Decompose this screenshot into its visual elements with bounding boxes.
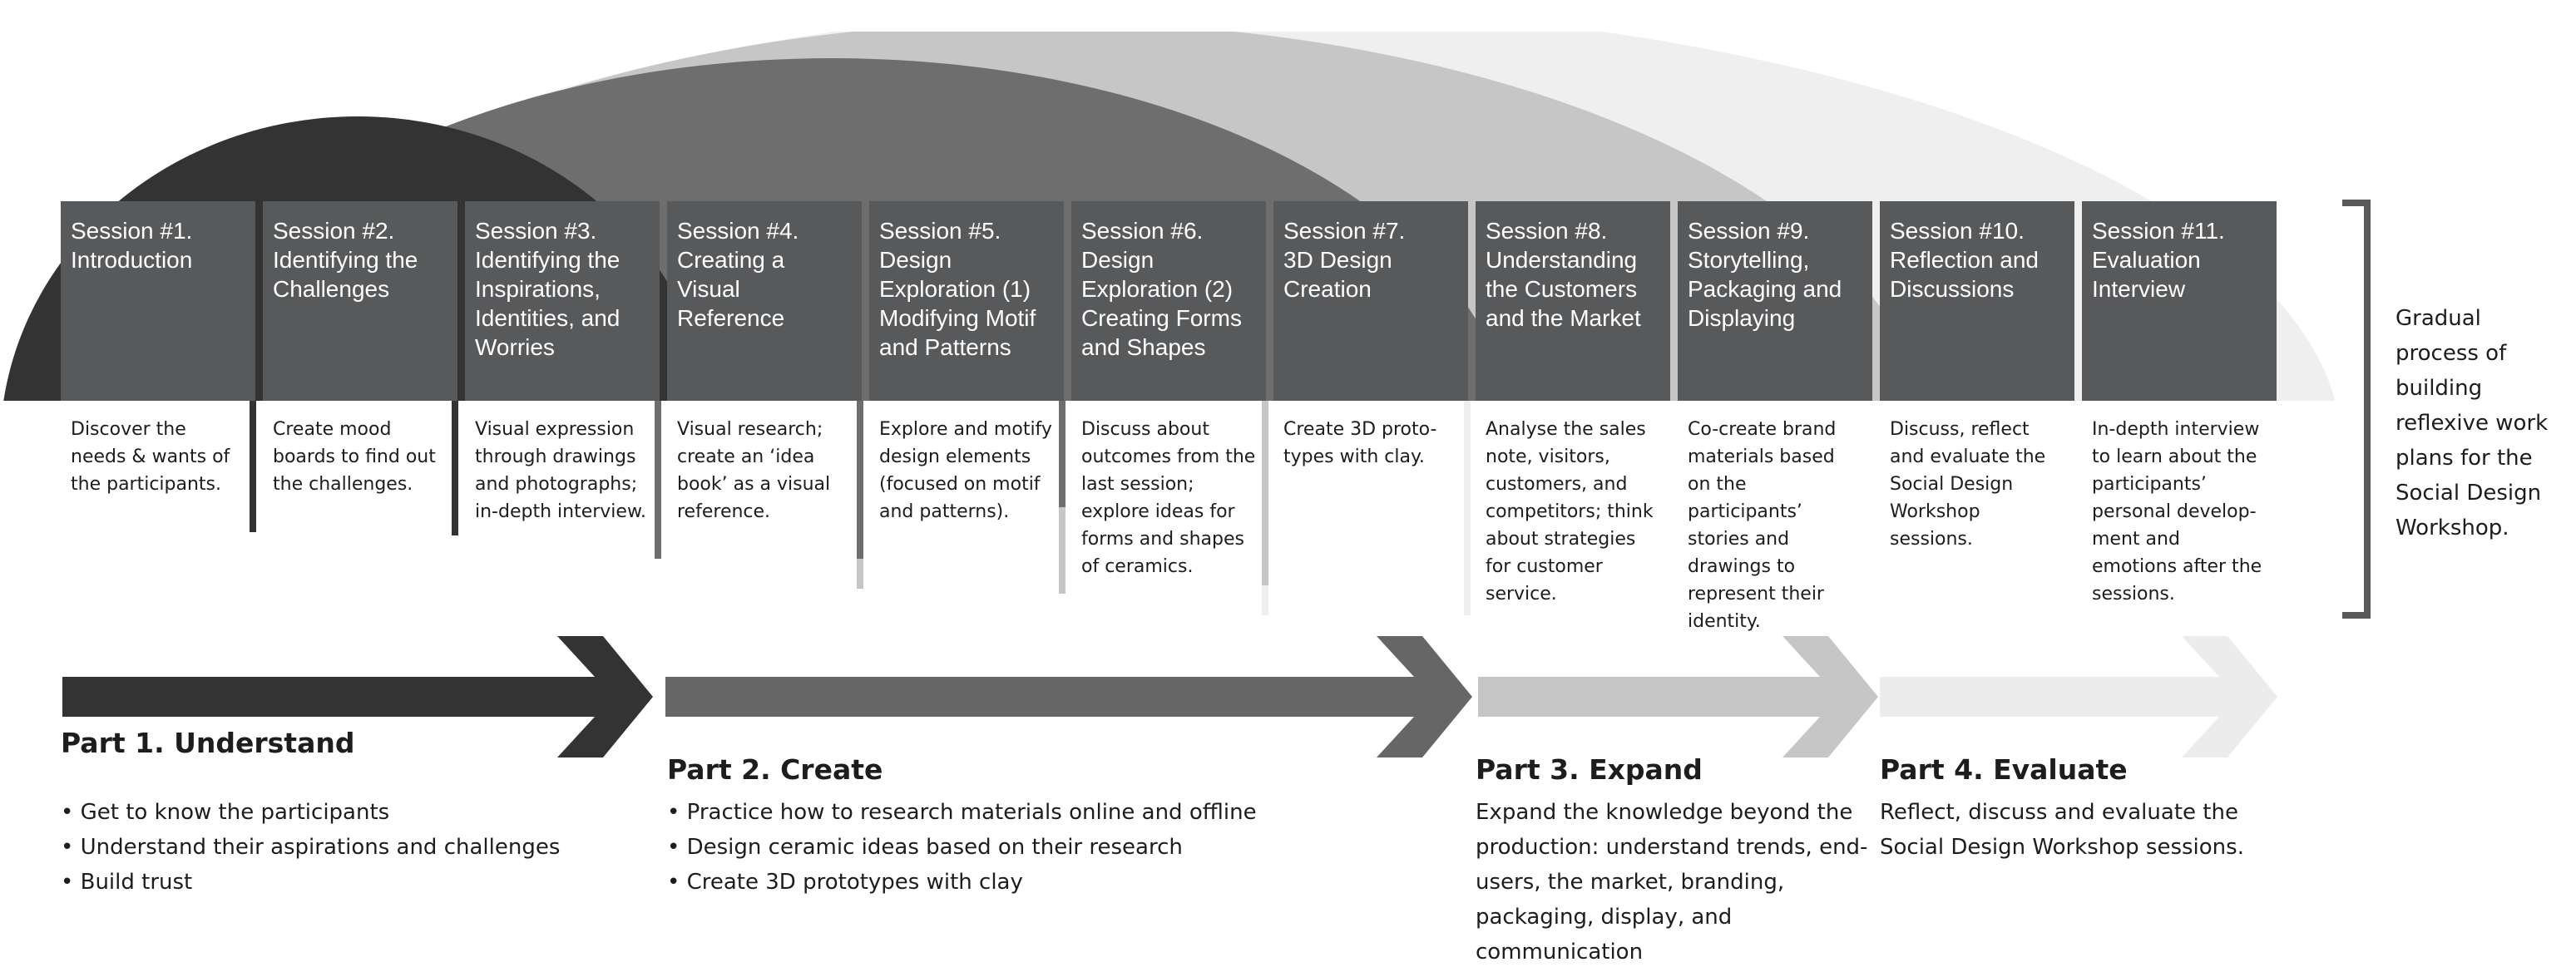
part-title: Part 1. Understand — [61, 727, 355, 759]
part-3: Part 3. Expand Expand the knowledge beyo… — [1476, 753, 1875, 970]
session-2: Session #2. Identifying the Challenges Cr… — [263, 201, 457, 498]
part-bullet: Get to know the participants — [61, 795, 643, 830]
part-bullet: Design ceramic ideas based on their rese… — [667, 830, 1416, 865]
session-description: Discuss, reflect and evaluate the Social… — [1890, 419, 2046, 550]
session-header: Session #8. Understanding the Customers a… — [1476, 201, 1670, 401]
session-number: Session #10. — [1890, 218, 2025, 244]
session-header: Session #7. 3D Design Creation — [1273, 201, 1468, 401]
part-bullet: Create 3D prototypes with clay — [667, 865, 1416, 900]
part-title: Part 3. Expand — [1476, 753, 1703, 786]
session-title: Introduction — [71, 247, 193, 273]
session-description: Visual expression through drawings and p… — [475, 419, 646, 522]
session-header: Session #1. Introduction — [61, 201, 255, 401]
part-2: Part 2. Create Practice how to research … — [667, 753, 1416, 900]
session-number: Session #7. — [1283, 218, 1406, 244]
session-8: Session #8. Understanding the Customers a… — [1476, 201, 1670, 608]
session-description: Co-create brand materials based on the p… — [1688, 419, 1837, 632]
session-description: Visual research; create an ‘idea book’ a… — [677, 419, 831, 522]
separator-bar — [1059, 507, 1066, 594]
session-9: Session #9. Storytelling, Packaging and D… — [1678, 201, 1872, 635]
session-title: Understanding the Customers and the Mark… — [1486, 247, 1641, 331]
part2-arrow — [665, 636, 1472, 757]
part-description: Reflect, discuss and evaluate the Social… — [1880, 800, 2244, 860]
upper-mask — [0, 0, 2576, 32]
session-number: Session #1. — [71, 218, 193, 244]
session-number: Session #6. — [1081, 218, 1204, 244]
session-header: Session #5. Design Exploration (1) Modify… — [869, 201, 1064, 401]
session-title: Creating a Visual Reference — [677, 247, 785, 331]
part-1: Part 1. Understand Get to know the parti… — [61, 727, 643, 900]
session-title: Design Exploration (1) Modifying Motif a… — [879, 247, 1036, 360]
session-description: Discover the needs & wants of the partic… — [71, 419, 230, 495]
session-title: 3D Design Creation — [1283, 247, 1392, 302]
part4-arrow — [1880, 636, 2277, 757]
session-header: Session #9. Storytelling, Packaging and D… — [1678, 201, 1872, 401]
separator-bar — [857, 559, 863, 589]
session-header: Session #2. Identifying the Challenges — [263, 201, 457, 401]
part-bullets: Get to know the participants Understand … — [61, 795, 643, 900]
separator-bar — [1262, 401, 1268, 585]
separator-bar — [250, 401, 256, 532]
session-number: Session #9. — [1688, 218, 1810, 244]
session-number: Session #4. — [677, 218, 799, 244]
part-bullet: Understand their aspirations and challen… — [61, 830, 643, 865]
session-description: Create mood boards to find out the chall… — [273, 419, 436, 495]
session-header: Session #3. Identifying the Inspirations,… — [465, 201, 660, 401]
session-description: Explore and motify design elements (focu… — [879, 419, 1052, 522]
session-description: Create 3D proto-types with clay. — [1283, 419, 1437, 467]
session-7: Session #7. 3D Design Creation Create 3D … — [1273, 201, 1468, 471]
session-description: In-depth interview to learn about the pa… — [2092, 419, 2262, 604]
session-10: Session #10. Reflection and Discussions D… — [1880, 201, 2074, 553]
session-description: Analyse the sales note, visitors, custom… — [1486, 419, 1654, 604]
part-4: Part 4. Evaluate Reflect, discuss and ev… — [1880, 753, 2279, 865]
session-number: Session #8. — [1486, 218, 1608, 244]
session-title: Reflection and Discussions — [1890, 247, 2040, 302]
part3-arrow — [1478, 636, 1878, 757]
separator-bar — [1059, 401, 1066, 507]
session-number: Session #3. — [475, 218, 597, 244]
part1-arrow — [62, 636, 653, 757]
session-1: Session #1. Introduction Discover the nee… — [61, 201, 255, 498]
session-header: Session #6. Design Exploration (2) Creati… — [1071, 201, 1266, 401]
part-bullet: Build trust — [61, 865, 643, 900]
part-description: Expand the knowledge beyond the producti… — [1476, 800, 1868, 965]
part-title: Part 4. Evaluate — [1880, 753, 2128, 786]
session-number: Session #5. — [879, 218, 1001, 244]
session-header: Session #4. Creating a Visual Reference — [667, 201, 862, 401]
session-number: Session #2. — [273, 218, 395, 244]
part-bullets: Practice how to research materials onlin… — [667, 795, 1416, 900]
part-title: Part 2. Create — [667, 753, 883, 786]
separator-bar — [1464, 401, 1471, 615]
session-6: Session #6. Design Exploration (2) Creati… — [1071, 201, 1266, 580]
session-title: Design Exploration (2) Creating Forms an… — [1081, 247, 1242, 360]
session-11: Session #11. Evaluation Interview In-dept… — [2082, 201, 2277, 608]
separator-bar — [857, 401, 863, 559]
side-note: Gradual process of building reflexive wo… — [2396, 306, 2549, 540]
session-4: Session #4. Creating a Visual Reference V… — [667, 201, 862, 525]
session-title: Identifying the Inspirations, Identities… — [475, 247, 621, 360]
separator-bar — [452, 401, 458, 535]
separator-bar — [1262, 585, 1268, 615]
session-header: Session #11. Evaluation Interview — [2082, 201, 2277, 401]
part-bullet: Practice how to research materials onlin… — [667, 795, 1416, 830]
session-3: Session #3. Identifying the Inspirations,… — [465, 201, 660, 525]
session-header: Session #10. Reflection and Discussions — [1880, 201, 2074, 401]
session-number: Session #11. — [2092, 218, 2225, 244]
session-title: Identifying the Challenges — [273, 247, 418, 302]
separator-bar — [655, 401, 661, 559]
process-bracket — [2342, 200, 2371, 619]
session-description: Discuss about outcomes from the last ses… — [1081, 419, 1256, 577]
session-5: Session #5. Design Exploration (1) Modify… — [869, 201, 1064, 525]
session-title: Evaluation Interview — [2092, 247, 2201, 302]
session-title: Storytelling, Packaging and Displaying — [1688, 247, 1842, 331]
